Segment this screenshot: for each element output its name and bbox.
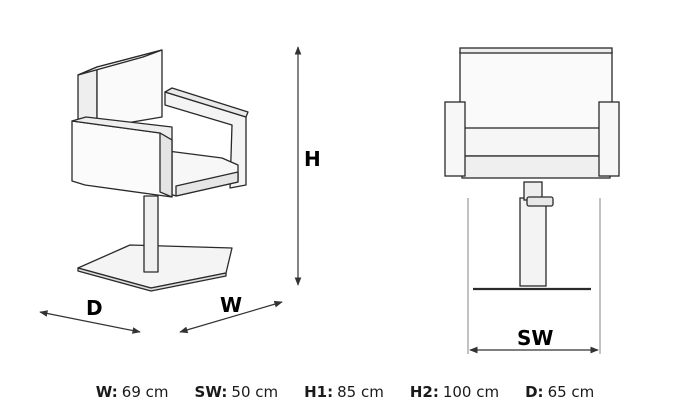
- spec-d: D:65 cm: [525, 383, 594, 401]
- spec-key: D:: [525, 383, 544, 401]
- dim-line-width: [179, 300, 283, 334]
- front-lever: [526, 196, 554, 207]
- front-right-armrest: [598, 101, 620, 177]
- label-depth: D: [86, 296, 103, 320]
- spec-key: SW:: [194, 383, 228, 401]
- spec-sw: SW:50 cm: [195, 383, 279, 401]
- chair-backrest: [96, 49, 163, 129]
- spec-key: H1:: [304, 383, 334, 401]
- spec-value: 65 cm: [547, 383, 595, 401]
- front-left-armrest: [444, 101, 466, 177]
- label-height: H: [304, 147, 321, 171]
- front-view-chair: [444, 47, 620, 291]
- spec-h2: H2:100 cm: [410, 383, 499, 401]
- spec-key: H2:: [409, 383, 439, 401]
- spec-value: 100 cm: [442, 383, 500, 401]
- spec-value: 69 cm: [121, 383, 169, 401]
- spec-key: W:: [95, 383, 118, 401]
- dim-line-depth: [39, 310, 141, 334]
- spec-w: W:69 cm: [96, 383, 169, 401]
- specs-row: W:69 cm SW:50 cm H1:85 cm H2:100 cm D:65…: [0, 378, 690, 406]
- chair-column: [143, 195, 159, 273]
- front-backrest: [459, 51, 613, 133]
- spec-h1: H1:85 cm: [304, 383, 384, 401]
- perspective-chair: [71, 49, 249, 292]
- front-column: [519, 197, 547, 287]
- front-seat: [461, 127, 611, 157]
- spec-value: 85 cm: [337, 383, 384, 401]
- spec-value: 50 cm: [231, 383, 279, 401]
- label-width: W: [220, 293, 242, 317]
- label-seat-width: SW: [517, 326, 553, 350]
